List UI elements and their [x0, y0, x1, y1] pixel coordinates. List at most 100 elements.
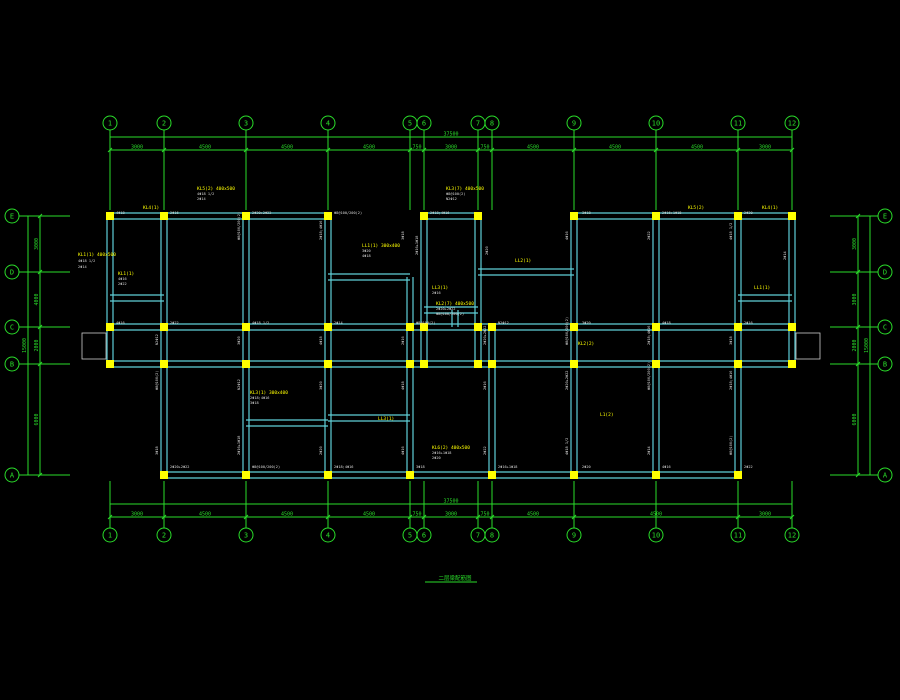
- column: [788, 360, 796, 368]
- axis-label: 12: [788, 532, 796, 540]
- axis-bubble-D: D: [877, 264, 893, 280]
- column: [242, 471, 250, 479]
- dimension-label: 4500: [691, 145, 703, 151]
- axis-bubble-4: 4: [320, 115, 336, 131]
- column: [474, 360, 482, 368]
- dimension-label: 3000: [445, 145, 457, 151]
- column: [570, 212, 578, 220]
- axis-bubble-4: 4: [320, 527, 336, 543]
- column: [474, 323, 482, 331]
- rebar-note: 2Φ16+1Φ18: [498, 465, 517, 469]
- dimension-label: 4500: [527, 512, 539, 518]
- column: [734, 323, 742, 331]
- column: [420, 323, 428, 331]
- dimension-label: 2000: [34, 339, 40, 351]
- column: [406, 471, 414, 479]
- rebar-note: 4Φ16: [401, 446, 405, 455]
- column: [788, 212, 796, 220]
- axis-label: 4: [326, 532, 330, 540]
- axis-bubble-A: A: [4, 467, 20, 483]
- rebar-note: 2Φ14: [197, 197, 206, 201]
- axis-label: A: [10, 472, 15, 480]
- rebar-note: 4Φ18: [319, 336, 323, 345]
- dimension-label: 4500: [650, 512, 662, 518]
- axis-bubble-7: 7: [470, 115, 486, 131]
- beam-layer: [81, 212, 821, 479]
- rebar-note: 2Φ16: [744, 321, 753, 325]
- axis-label: 10: [652, 532, 660, 540]
- axis-label: 2: [162, 532, 166, 540]
- beam-label: LL3(1): [432, 285, 448, 291]
- column: [324, 360, 332, 368]
- rebar-note: 4Φ18: [116, 211, 125, 215]
- column: [324, 212, 332, 220]
- axis-label: 7: [476, 120, 480, 128]
- rebar-note: Φ8@100/200(2): [252, 465, 280, 469]
- axis-label: 9: [572, 120, 576, 128]
- rebar-note: 2Φ14: [647, 446, 651, 455]
- rebar-note: 4Φ16: [118, 277, 127, 281]
- rebar-note: Φ8@100/200(2): [436, 312, 464, 316]
- dimension-label: 750: [412, 145, 421, 151]
- axis-label: E: [10, 213, 14, 221]
- rebar-note: 3Φ18: [729, 336, 733, 345]
- axis-label: 5: [408, 532, 412, 540]
- column: [324, 323, 332, 331]
- beam-label: KL1(1): [118, 271, 134, 277]
- axis-bubble-11: 11: [730, 527, 746, 543]
- dimension-label: 2000: [852, 339, 858, 351]
- rebar-note: 4Φ18 1/2: [78, 259, 95, 263]
- entrance-slab-left: [81, 332, 107, 360]
- rebar-note: 2Φ18;4Φ16: [334, 465, 353, 469]
- axis-bubble-B: B: [877, 356, 893, 372]
- beam-label: LL2(1): [515, 258, 531, 264]
- beam-label: LL3(1): [378, 416, 394, 422]
- column: [242, 212, 250, 220]
- axis-bubble-2: 2: [156, 527, 172, 543]
- axis-bubble-B: B: [4, 356, 20, 372]
- dimension-label: 3000: [34, 238, 40, 250]
- column: [488, 323, 496, 331]
- dimension-label: 4500: [281, 512, 293, 518]
- rebar-note: 2Φ20+2Φ22: [483, 326, 487, 345]
- dimension-label: 750: [480, 512, 489, 518]
- axis-label: 8: [490, 532, 494, 540]
- axis-bubble-2: 2: [156, 115, 172, 131]
- axis-bubble-1: 1: [102, 527, 118, 543]
- rebar-note: 2Φ20+2Φ22: [565, 371, 569, 390]
- axis-label: D: [883, 269, 887, 277]
- rebar-note: 4Φ18: [362, 254, 371, 258]
- beam-label: KL1(1) 400x500: [78, 252, 116, 258]
- axis-label: 9: [572, 532, 576, 540]
- column: [420, 360, 428, 368]
- axis-label: 6: [422, 532, 426, 540]
- axis-bubble-6: 6: [416, 115, 432, 131]
- beam-label: KL5(2): [688, 205, 704, 211]
- beam-label: KL5(2) 400x500: [197, 186, 235, 192]
- rebar-note: 3Φ20: [237, 336, 241, 345]
- rebar-note: 2Φ16+1Φ18: [415, 236, 419, 255]
- axis-bubble-12: 12: [784, 115, 800, 131]
- rebar-note: 2Φ20+2Φ22: [252, 211, 271, 215]
- rebar-note: Φ8@100(2): [729, 436, 733, 455]
- axis-bubble-11: 11: [730, 115, 746, 131]
- rebar-note: 4Φ18: [662, 321, 671, 325]
- dimension-label: 3000: [759, 512, 771, 518]
- rebar-note: 3Φ20: [582, 321, 591, 325]
- rebar-note: 4Φ18 1/2: [565, 438, 569, 455]
- rebar-note: 2Φ16: [170, 211, 179, 215]
- axis-bubble-8: 8: [484, 115, 500, 131]
- beam-label: KL3(1) 300x400: [250, 390, 288, 396]
- total-dimension: 15000: [22, 338, 28, 353]
- drawing-title: 二层梁配筋图: [438, 574, 472, 582]
- dimension-label: 4500: [199, 512, 211, 518]
- rebar-note: 2Φ20: [485, 246, 489, 255]
- beam-label: KL3(7) 400x500: [446, 186, 484, 192]
- rebar-note: Φ8@100/200(2): [334, 211, 362, 215]
- beam-label: L1(2): [600, 412, 614, 418]
- axis-label: 1: [108, 120, 112, 128]
- axis-label: 1: [108, 532, 112, 540]
- total-dimension: 37500: [443, 499, 458, 505]
